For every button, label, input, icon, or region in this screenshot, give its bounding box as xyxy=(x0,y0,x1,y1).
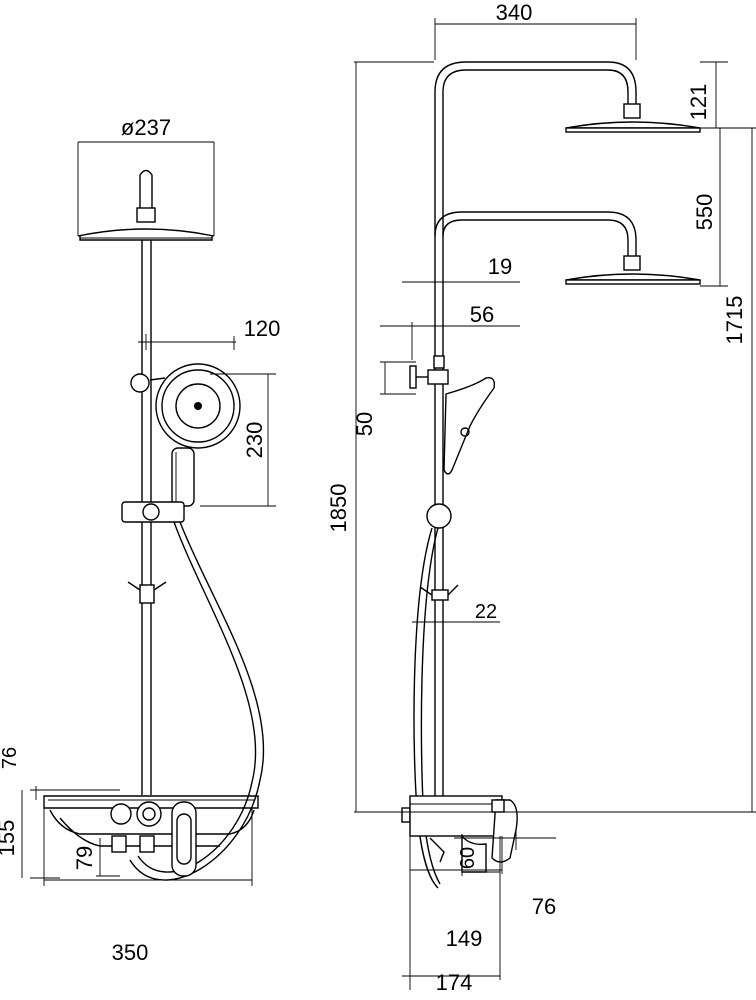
side-riser-pipe xyxy=(434,92,444,800)
dim-shelf-top: 76 xyxy=(0,747,21,769)
dim-bracket-offset: 56 xyxy=(470,302,494,327)
dim-head-height: 1715 xyxy=(722,296,747,345)
dim-spout-reach: 76 xyxy=(532,894,556,919)
dim-spout-height: 60 xyxy=(457,847,479,869)
side-dim-lines xyxy=(354,18,756,990)
dim-overall-height: 1850 xyxy=(326,484,351,533)
dim-shelf-height: 155 xyxy=(0,820,19,857)
dim-slider-diameter: 22 xyxy=(475,601,497,623)
front-hook xyxy=(127,581,167,604)
dim-bracket-height: 50 xyxy=(352,412,377,436)
front-view xyxy=(21,141,276,886)
dim-head-drop: 121 xyxy=(686,84,711,121)
side-view xyxy=(354,18,756,990)
dim-arm-reach: 340 xyxy=(496,0,533,25)
side-hand-shower xyxy=(443,377,496,475)
front-mixer-shelf xyxy=(43,795,259,877)
side-hose xyxy=(413,527,441,889)
front-dim-lines xyxy=(21,141,276,886)
dim-pipe-diameter: 19 xyxy=(488,254,512,279)
front-slider xyxy=(121,501,185,523)
dim-total-width: 350 xyxy=(112,940,149,965)
dim-head-spacing: 550 xyxy=(692,194,717,231)
side-slider xyxy=(426,503,452,529)
front-hand-shower xyxy=(130,363,241,507)
dim-hand-shower-height: 230 xyxy=(242,422,267,459)
dim-body-depth: 149 xyxy=(446,926,483,951)
dim-head-diameter: ø237 xyxy=(121,115,171,140)
dim-total-depth: 174 xyxy=(436,970,473,995)
side-upper-arm xyxy=(434,61,701,133)
side-hook xyxy=(419,584,459,601)
side-lower-arm xyxy=(434,211,701,285)
dim-hand-shower-width: 120 xyxy=(244,316,281,341)
dim-mixer-offset: 79 xyxy=(72,846,97,870)
front-rain-head xyxy=(77,142,215,241)
side-mixer-body xyxy=(401,795,518,873)
side-wall-bracket xyxy=(409,355,449,389)
